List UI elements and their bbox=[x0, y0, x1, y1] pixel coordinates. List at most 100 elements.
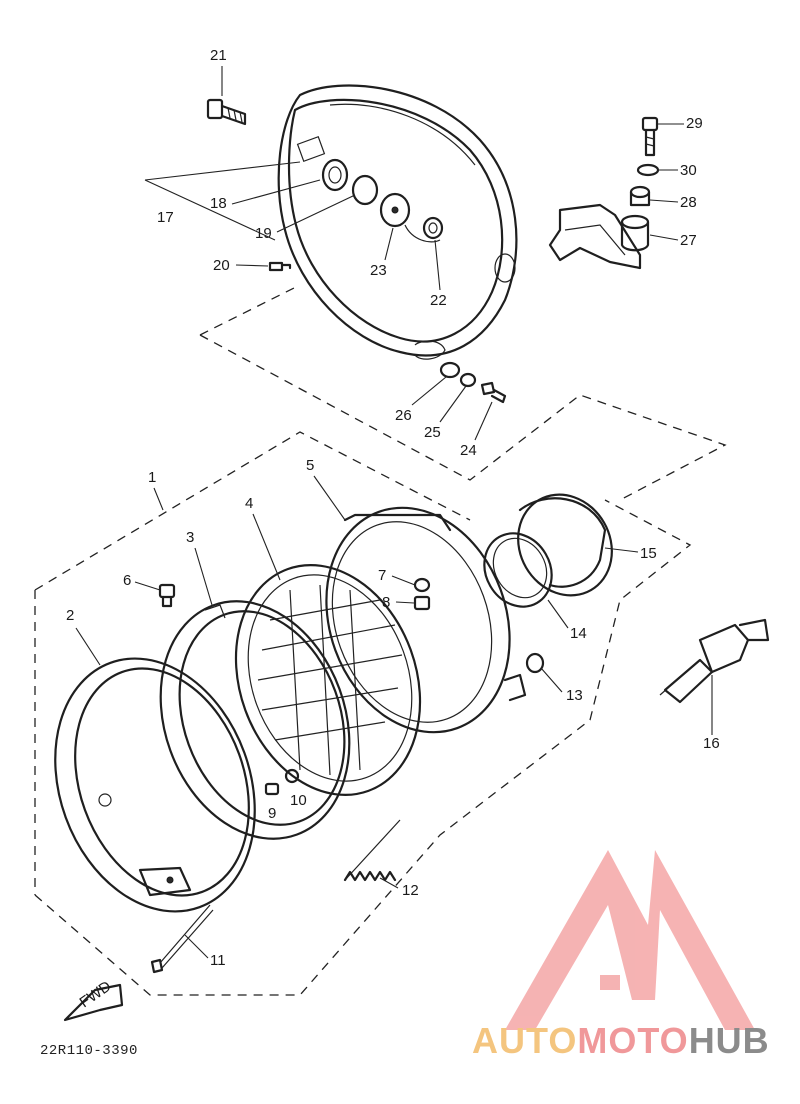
callout-label-10: 10 bbox=[290, 792, 307, 809]
callout-20: 20 bbox=[213, 257, 269, 274]
callout-label-14: 14 bbox=[570, 625, 587, 642]
callout-23: 23 bbox=[370, 227, 394, 279]
callout-10: 10 bbox=[290, 792, 307, 809]
bolt-24 bbox=[480, 381, 507, 404]
callout-label-9: 9 bbox=[268, 805, 276, 822]
callout-9: 9 bbox=[268, 805, 276, 822]
screw-11 bbox=[150, 904, 214, 974]
upper-group-outline bbox=[199, 284, 727, 501]
bolt-29 bbox=[641, 116, 659, 157]
callout-13: 13 bbox=[540, 667, 583, 704]
callout-label-11: 11 bbox=[210, 952, 226, 969]
callout-25: 25 bbox=[424, 385, 467, 441]
front-arrow-label: FWD bbox=[77, 978, 115, 1012]
callout-label-6: 6 bbox=[123, 572, 131, 589]
headlight-housing bbox=[277, 84, 518, 360]
callout-label-30: 30 bbox=[680, 162, 697, 179]
callout-label-17: 17 bbox=[157, 209, 174, 226]
screw-6 bbox=[158, 583, 176, 608]
callout-label-13: 13 bbox=[566, 687, 583, 704]
callout-16: 16 bbox=[703, 675, 720, 752]
callout-29: 29 bbox=[658, 115, 703, 132]
callout-label-19: 19 bbox=[255, 225, 272, 242]
sealed-beam-4 bbox=[234, 564, 422, 796]
grommet-18 bbox=[321, 158, 349, 192]
callout-label-2: 2 bbox=[66, 607, 74, 624]
screw-20 bbox=[268, 261, 292, 272]
callout-6: 6 bbox=[123, 572, 161, 591]
callout-28: 28 bbox=[649, 194, 697, 211]
callout-label-29: 29 bbox=[686, 115, 703, 132]
screw-9 bbox=[264, 782, 280, 796]
lamp-housing-5 bbox=[325, 506, 527, 734]
callout-label-8: 8 bbox=[382, 594, 390, 611]
damper-27 bbox=[620, 214, 650, 252]
washer-23 bbox=[379, 192, 411, 228]
callout-label-25: 25 bbox=[424, 424, 441, 441]
callout-label-27: 27 bbox=[680, 232, 697, 249]
callout-19: 19 bbox=[255, 194, 356, 242]
watermark-text: AUTOMOTOHUB bbox=[472, 1020, 770, 1062]
headlight-rim-2 bbox=[54, 657, 256, 913]
callout-label-20: 20 bbox=[213, 257, 230, 274]
callout-label-5: 5 bbox=[306, 457, 314, 474]
collar-28 bbox=[629, 185, 651, 207]
callout-2: 2 bbox=[66, 607, 101, 666]
callout-label-4: 4 bbox=[245, 495, 253, 512]
callout-label-23: 23 bbox=[370, 262, 387, 279]
callout-label-16: 16 bbox=[703, 735, 720, 752]
dust-cover-15 bbox=[517, 493, 613, 597]
nut-25 bbox=[459, 372, 477, 388]
watermark-logo bbox=[505, 850, 755, 1030]
callout-15: 15 bbox=[604, 545, 657, 562]
callout-label-24: 24 bbox=[460, 442, 477, 459]
callout-14: 14 bbox=[547, 599, 587, 642]
mounting-bracket bbox=[548, 203, 642, 270]
callout-label-15: 15 bbox=[640, 545, 657, 562]
callout-11: 11 bbox=[184, 934, 226, 969]
callout-18: 18 bbox=[210, 179, 321, 212]
callout-8: 8 bbox=[382, 594, 415, 611]
callout-5: 5 bbox=[306, 457, 346, 521]
socket-ring-14 bbox=[483, 532, 553, 608]
washer-30 bbox=[636, 163, 660, 177]
nut-22 bbox=[422, 216, 444, 240]
washer-19 bbox=[351, 174, 379, 206]
callout-27: 27 bbox=[649, 232, 697, 249]
callout-30: 30 bbox=[658, 162, 697, 179]
spring-12 bbox=[343, 819, 401, 882]
callout-3: 3 bbox=[186, 529, 213, 606]
callout-17: 17 bbox=[157, 209, 174, 226]
front-direction-arrow: FWD bbox=[63, 978, 124, 1022]
callout-7: 7 bbox=[378, 567, 416, 586]
watermark-hub: HUB bbox=[688, 1020, 770, 1061]
watermark-moto: MOTO bbox=[577, 1020, 689, 1061]
nut-8 bbox=[413, 595, 431, 611]
lower-group-outline bbox=[34, 431, 692, 996]
callout-label-26: 26 bbox=[395, 407, 412, 424]
callout-label-28: 28 bbox=[680, 194, 697, 211]
callout-21: 21 bbox=[210, 47, 227, 96]
callout-label-18: 18 bbox=[210, 195, 227, 212]
washer-26 bbox=[439, 361, 461, 379]
callout-12: 12 bbox=[379, 877, 419, 899]
callout-label-12: 12 bbox=[402, 882, 419, 899]
callout-label-3: 3 bbox=[186, 529, 194, 546]
callout-label-1: 1 bbox=[148, 469, 156, 486]
washer-10 bbox=[284, 768, 300, 784]
callout-22: 22 bbox=[430, 239, 447, 309]
callout-4: 4 bbox=[245, 495, 281, 581]
grommet-13 bbox=[525, 652, 545, 674]
callout-label-22: 22 bbox=[430, 292, 447, 309]
watermark-auto: AUTO bbox=[472, 1020, 578, 1061]
callout-24: 24 bbox=[460, 401, 493, 459]
callout-26: 26 bbox=[395, 376, 447, 424]
callout-label-7: 7 bbox=[378, 567, 386, 584]
callout-1: 1 bbox=[148, 469, 164, 511]
inner-rim-3 bbox=[159, 600, 351, 840]
leader-17 bbox=[144, 161, 301, 241]
nut-7 bbox=[413, 577, 431, 593]
diagram-code: 22R110-3390 bbox=[40, 1043, 138, 1059]
callout-label-21: 21 bbox=[210, 47, 227, 64]
